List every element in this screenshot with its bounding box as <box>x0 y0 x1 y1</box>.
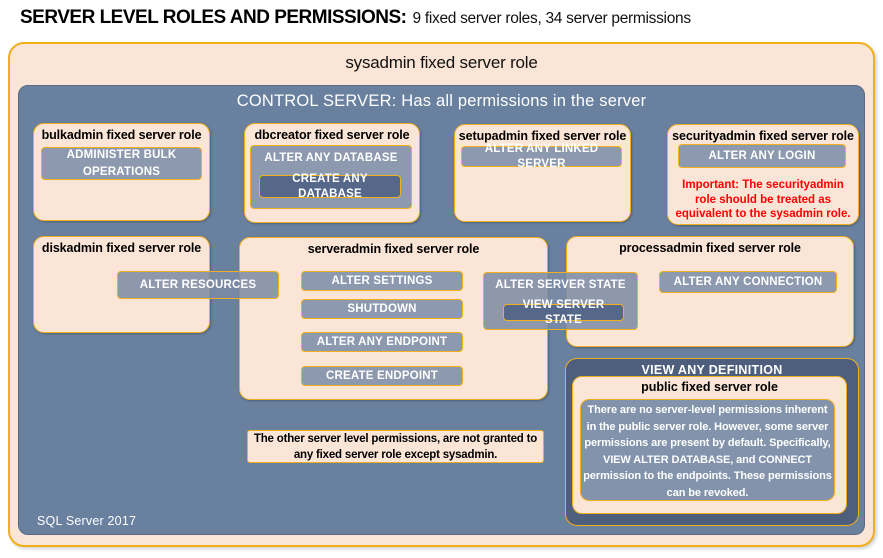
processadmin-role-header: processadmin fixed server role <box>619 241 801 255</box>
sysadmin-role-label: sysadmin fixed server role <box>345 53 538 72</box>
view-any-definition-label: VIEW ANY DEFINITION <box>641 363 783 377</box>
permission-alter-any-database-label: ALTER ANY DATABASE <box>264 152 398 164</box>
dbcreator-role-header: dbcreator fixed server role <box>254 128 410 142</box>
permission-create-any-database: CREATE ANY DATABASE <box>259 173 401 200</box>
diskadmin-role-header: diskadmin fixed server role <box>41 241 202 255</box>
permission-alter-any-linked-server: ALTER ANY LINKED SERVER <box>461 143 622 170</box>
page-title: SERVER LEVEL ROLES AND PERMISSIONS: 9 fix… <box>20 7 691 29</box>
control-server-panel: CONTROL SERVER: Has all permissions in t… <box>18 85 865 535</box>
public-role-description: There are no server-level permissions in… <box>580 399 835 501</box>
permission-alter-any-database: ALTER ANY DATABASE CREATE ANY DATABASE <box>250 145 412 209</box>
setupadmin-role-card: setupadmin fixed server role ALTER ANY L… <box>454 124 631 222</box>
setupadmin-role-header: setupadmin fixed server role <box>458 129 627 143</box>
permission-alter-any-login: ALTER ANY LOGIN <box>678 144 846 168</box>
public-role-card: public fixed server role There are no se… <box>572 376 847 514</box>
permission-alter-server-state: ALTER SERVER STATE VIEW SERVER STATE <box>483 272 638 330</box>
page-title-main: SERVER LEVEL ROLES AND PERMISSIONS: <box>20 7 407 28</box>
permission-alter-settings: ALTER SETTINGS <box>301 271 463 291</box>
permission-view-server-state: VIEW SERVER STATE <box>503 299 624 326</box>
sysadmin-role-container: sysadmin fixed server role CONTROL SERVE… <box>8 42 875 547</box>
bulkadmin-role-card: bulkadmin fixed server role ADMINISTER B… <box>33 123 210 221</box>
bulkadmin-role-header: bulkadmin fixed server role <box>41 128 202 142</box>
permission-alter-any-endpoint: ALTER ANY ENDPOINT <box>301 332 463 352</box>
serveradmin-role-header: serveradmin fixed server role <box>307 242 480 256</box>
permission-shutdown: SHUTDOWN <box>301 299 463 319</box>
sql-server-version-label: SQL Server 2017 <box>37 514 137 528</box>
permission-alter-resources: ALTER RESOURCES <box>117 271 279 299</box>
public-role-header: public fixed server role <box>641 380 778 394</box>
permission-create-endpoint: CREATE ENDPOINT <box>301 366 463 386</box>
securityadmin-warning-note: Important: The securityadmin role should… <box>675 179 851 220</box>
dbcreator-role-card: dbcreator fixed server role ALTER ANY DA… <box>244 123 420 223</box>
permission-administer-bulk-operations: ADMINISTER BULK OPERATIONS <box>41 147 202 180</box>
control-server-label: CONTROL SERVER: Has all permissions in t… <box>236 92 647 110</box>
other-permissions-note: The other server level permissions, are … <box>247 430 544 463</box>
permission-alter-any-connection: ALTER ANY CONNECTION <box>659 271 837 293</box>
securityadmin-role-header: securityadmin fixed server role <box>672 129 854 143</box>
view-any-definition-panel: VIEW ANY DEFINITION public fixed server … <box>565 358 859 526</box>
permission-alter-server-state-label: ALTER SERVER STATE <box>495 279 626 291</box>
securityadmin-role-card: securityadmin fixed server role ALTER AN… <box>667 124 859 225</box>
page-title-subtitle: 9 fixed server roles, 34 server permissi… <box>412 10 692 27</box>
